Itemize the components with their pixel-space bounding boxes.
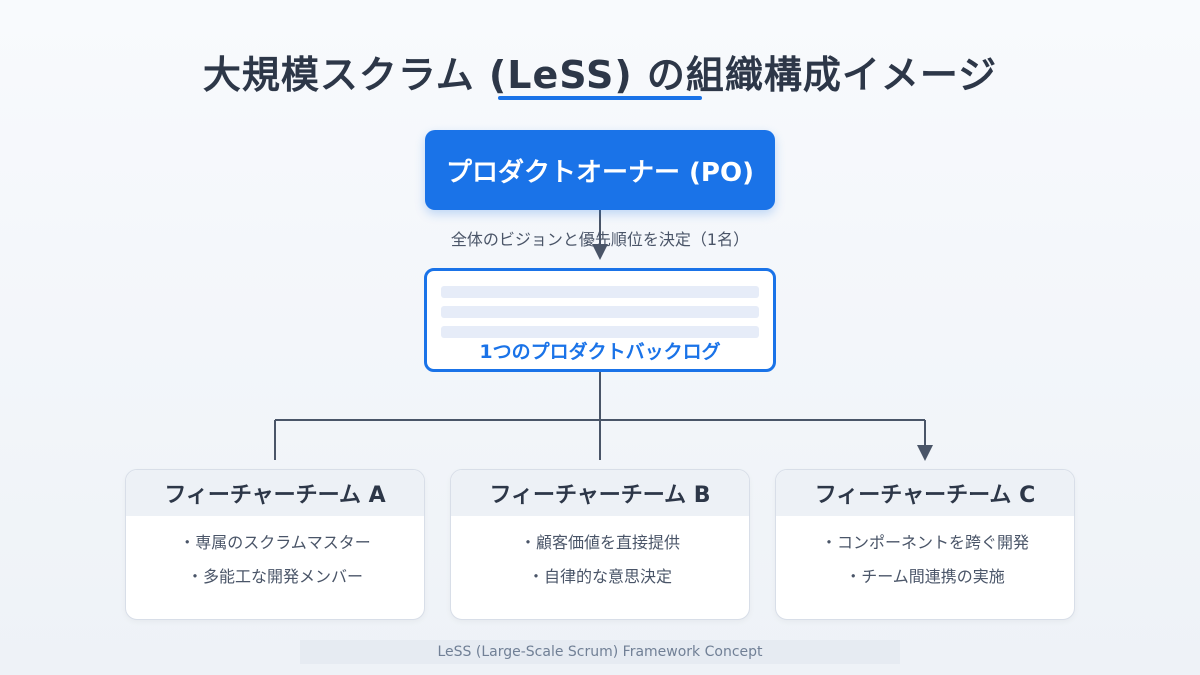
product-owner-box: プロダクトオーナー (PO) bbox=[425, 130, 775, 210]
team-item: ・多能工な開発メンバー bbox=[186, 567, 363, 586]
product-owner-caption: 全体のビジョンと優先順位を決定（1名） bbox=[450, 230, 750, 249]
team-card-b: フィーチャーチーム B ・顧客価値を直接提供 ・自律的な意思決定 bbox=[450, 469, 750, 620]
team-card-c: フィーチャーチーム C ・コンポーネントを跨ぐ開発 ・チーム間連携の実施 bbox=[775, 469, 1075, 620]
team-name: フィーチャーチーム A bbox=[126, 470, 424, 516]
footer-caption: LeSS (Large-Scale Scrum) Framework Conce… bbox=[300, 640, 900, 664]
team-item: ・自律的な意思決定 bbox=[527, 567, 672, 586]
product-backlog-label: 1つのプロダクトバックログ bbox=[479, 341, 721, 363]
backlog-line bbox=[441, 286, 759, 298]
po-to-backlog-arrowhead bbox=[592, 244, 608, 260]
team-name: フィーチャーチーム C bbox=[776, 470, 1074, 516]
title-underline bbox=[498, 96, 702, 100]
branch-arrowhead-c bbox=[917, 445, 933, 461]
team-item: ・コンポーネントを跨ぐ開発 bbox=[820, 533, 1029, 552]
team-name: フィーチャーチーム B bbox=[451, 470, 749, 516]
page-title: 大規模スクラム (LeSS) の組織構成イメージ bbox=[202, 53, 998, 97]
product-owner-label: プロダクトオーナー (PO) bbox=[446, 157, 754, 188]
team-item: ・顧客価値を直接提供 bbox=[519, 533, 680, 552]
team-item: ・チーム間連携の実施 bbox=[845, 567, 1005, 586]
backlog-line bbox=[441, 306, 759, 318]
team-card-a: フィーチャーチーム A ・専属のスクラムマスター ・多能工な開発メンバー bbox=[125, 469, 425, 620]
team-item: ・専属のスクラムマスター bbox=[179, 533, 371, 552]
product-backlog-box: 1つのプロダクトバックログ bbox=[424, 268, 776, 372]
backlog-line bbox=[441, 326, 759, 338]
